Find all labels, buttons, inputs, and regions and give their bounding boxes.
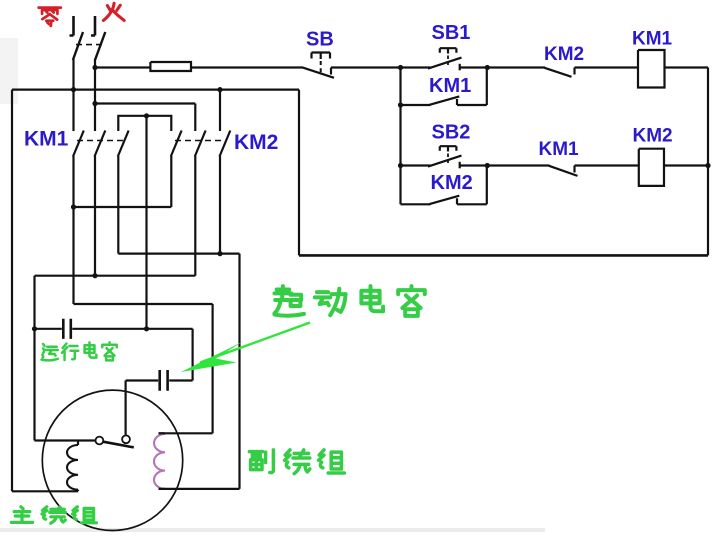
- svg-text:SB2: SB2: [432, 122, 471, 144]
- svg-text:KM2: KM2: [431, 172, 473, 194]
- svg-text:SB: SB: [306, 29, 334, 51]
- svg-text:KM2: KM2: [633, 126, 673, 147]
- svg-text:KM1: KM1: [24, 128, 69, 151]
- svg-text:KM2: KM2: [234, 131, 278, 154]
- svg-text:SB1: SB1: [432, 22, 471, 44]
- svg-text:KM1: KM1: [632, 29, 673, 50]
- svg-text:KM2: KM2: [544, 44, 584, 65]
- svg-text:KM1: KM1: [429, 75, 471, 97]
- svg-text:KM1: KM1: [539, 139, 580, 160]
